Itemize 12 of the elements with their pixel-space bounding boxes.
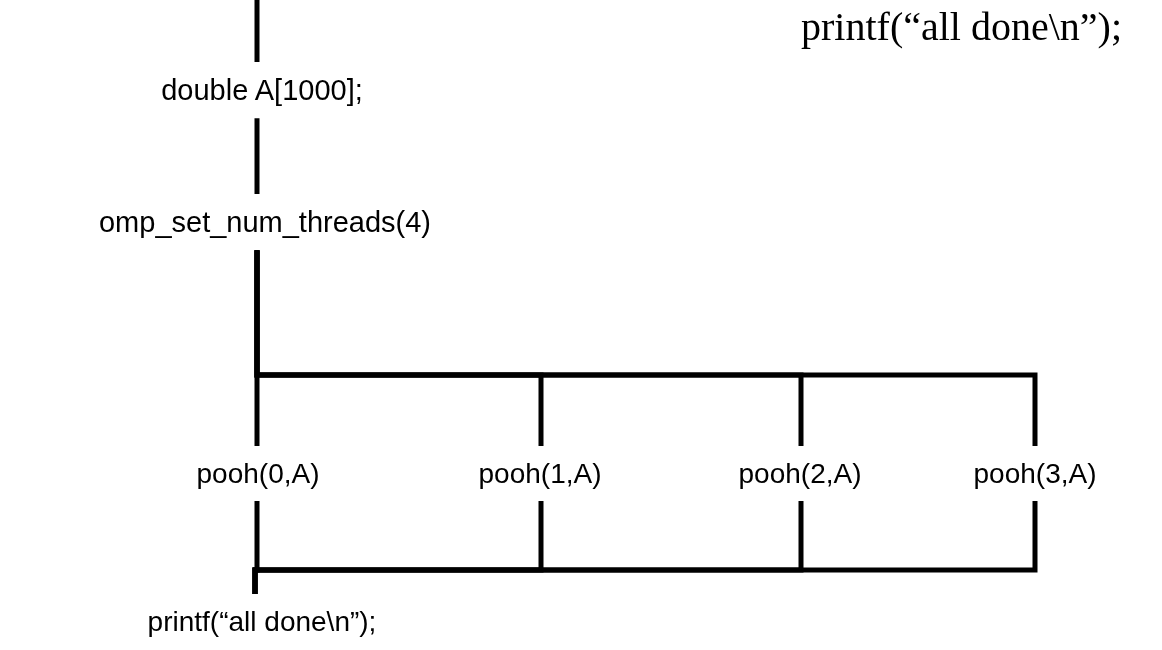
code-statement: pooh(1,A) — [478, 456, 602, 491]
code-statement: pooh(2,A) — [738, 456, 862, 491]
connector-line — [254, 118, 260, 194]
code-statement: double A[1000]; — [161, 72, 363, 109]
connector-line — [252, 501, 1038, 594]
code-statement: omp_set_num_threads(4) — [98, 204, 432, 241]
code-text: printf(“all done\n”); — [801, 3, 1122, 51]
connector-line — [254, 250, 1038, 446]
code-statement: pooh(3,A) — [973, 456, 1097, 491]
code-statement: pooh(0,A) — [196, 456, 320, 491]
code-statement: printf(“all done\n”); — [147, 604, 377, 639]
connector-line — [254, 0, 260, 62]
